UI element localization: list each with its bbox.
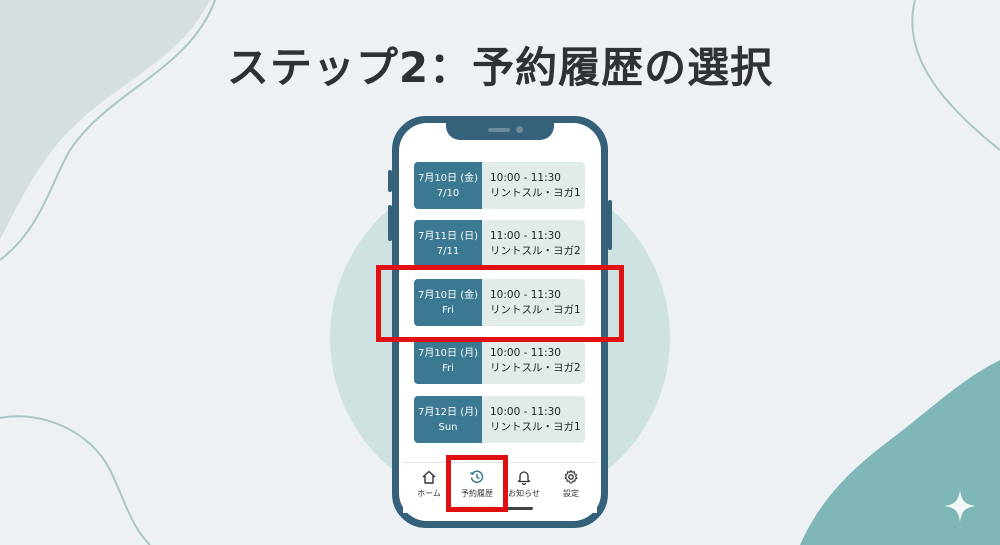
reservation-info: 10:00 - 11:30 リントスル・ヨガ1 — [490, 405, 581, 435]
reservation-lesson: リントスル・ヨガ2 — [490, 362, 581, 374]
gear-icon — [564, 469, 578, 484]
reservation-info: 11:00 - 11:30 リントスル・ヨガ2 — [490, 229, 581, 259]
reservation-date: 7月11日 (日) 7/11 — [414, 220, 482, 267]
reservation-date: 7月12日 (月) Sun — [414, 396, 482, 443]
highlight-box-history-tab — [446, 455, 508, 512]
reservation-row-4[interactable]: 7月10日 (月) Fri 10:00 - 11:30 リントスル・ヨガ2 — [414, 337, 585, 384]
tab-label: 予約履歴 — [461, 489, 493, 498]
tab-reservation-history[interactable]: 予約履歴 — [453, 469, 501, 499]
reservation-date-sub: 7/10 — [436, 188, 460, 199]
sparkle-icon — [944, 490, 976, 522]
reservation-date-label: 7月10日 (金) — [417, 173, 479, 184]
tab-label: ホーム — [417, 489, 441, 498]
tab-home[interactable]: ホーム — [405, 469, 453, 499]
reservation-date-sub: Fri — [442, 305, 454, 316]
reservation-lesson: リントスル・ヨガ1 — [490, 304, 581, 316]
reservation-date-sub: Fri — [442, 363, 454, 374]
reservation-lesson: リントスル・ヨガ1 — [490, 187, 581, 199]
speaker — [488, 128, 510, 132]
tab-label: 設定 — [563, 489, 579, 498]
phone-side-button — [388, 170, 392, 192]
home-icon — [422, 470, 436, 484]
reservation-row-3[interactable]: 7月10日 (金) Fri 10:00 - 11:30 リントスル・ヨガ1 — [414, 279, 585, 326]
bell-icon — [517, 471, 531, 485]
tab-label: お知らせ — [508, 489, 540, 498]
reservation-date: 7月10日 (金) Fri — [414, 279, 482, 326]
tab-notifications[interactable]: お知らせ — [500, 469, 548, 499]
reservation-row-2[interactable]: 7月11日 (日) 7/11 11:00 - 11:30 リントスル・ヨガ2 — [414, 220, 585, 267]
tab-settings[interactable]: 設定 — [547, 469, 595, 499]
phone-side-button — [388, 205, 392, 241]
page-title: ステップ2：予約履歴の選択 — [226, 43, 774, 92]
reservation-date: 7月10日 (金) 7/10 — [414, 162, 482, 209]
reservation-date-sub: 7/11 — [436, 246, 460, 257]
reservation-date-label: 7月12日 (月) — [417, 407, 479, 418]
reservation-info: 10:00 - 11:30 リントスル・ヨガ2 — [490, 346, 581, 376]
reservation-info: 10:00 - 11:30 リントスル・ヨガ1 — [490, 171, 581, 201]
reservation-time: 10:00 - 11:30 — [490, 406, 561, 418]
reservation-row-1[interactable]: 7月10日 (金) 7/10 10:00 - 11:30 リントスル・ヨガ1 — [414, 162, 585, 209]
reservation-date-label: 7月11日 (日) — [417, 231, 479, 242]
reservation-lesson: リントスル・ヨガ1 — [490, 421, 581, 433]
reservation-date-label: 7月10日 (月) — [417, 348, 479, 359]
reservation-time: 11:00 - 11:30 — [490, 230, 561, 242]
reservation-time: 10:00 - 11:30 — [490, 347, 561, 359]
highlight-box-reservation-row — [376, 265, 624, 342]
reservation-date-sub: Sun — [438, 422, 458, 433]
reservation-date-label: 7月10日 (金) — [417, 290, 479, 301]
reservation-lesson: リントスル・ヨガ2 — [490, 245, 581, 257]
reservation-time: 10:00 - 11:30 — [490, 289, 561, 301]
reservation-row-5[interactable]: 7月12日 (月) Sun 10:00 - 11:30 リントスル・ヨガ1 — [414, 396, 585, 443]
reservation-info: 10:00 - 11:30 リントスル・ヨガ1 — [490, 288, 581, 318]
reservation-time: 10:00 - 11:30 — [490, 172, 561, 184]
reservation-date: 7月10日 (月) Fri — [414, 337, 482, 384]
phone-side-button — [608, 200, 612, 250]
bottom-tab-bar: ホーム 予約履歴 お知らせ 設定 — [403, 462, 597, 513]
camera — [516, 126, 523, 133]
history-icon — [469, 470, 484, 484]
